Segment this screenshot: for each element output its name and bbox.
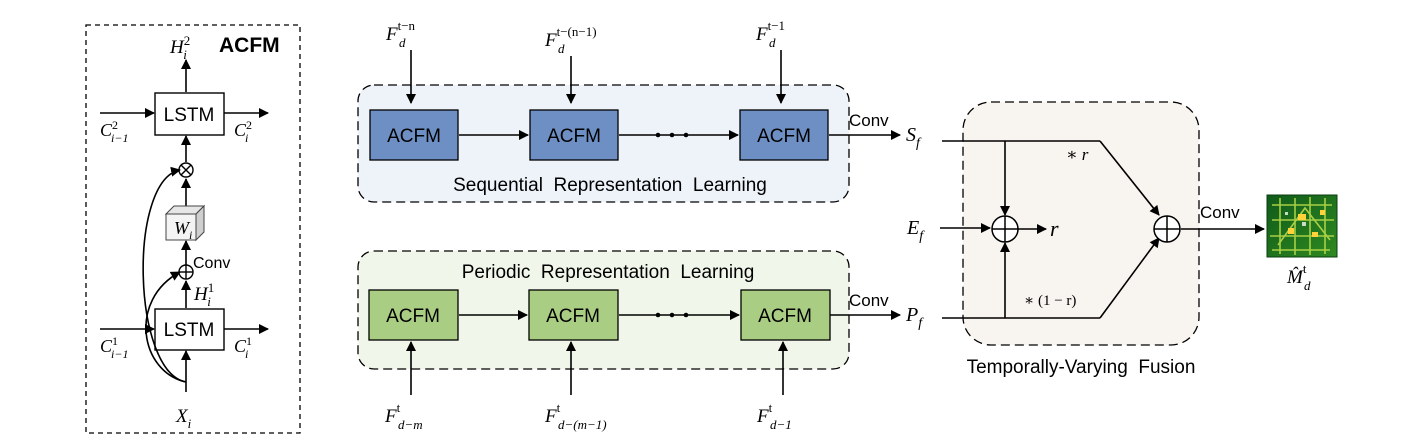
r-label: r xyxy=(1050,216,1059,241)
output-traffic-map xyxy=(1266,194,1338,258)
per-region-label: Periodic Representation Learning xyxy=(462,262,755,283)
lstm-bottom-box xyxy=(154,308,225,351)
weight-cube xyxy=(164,204,206,242)
multiply-node xyxy=(178,162,194,178)
ef-label: Ef xyxy=(906,217,925,244)
per-acfm-box-2 xyxy=(528,289,619,341)
per-acfm-label-3: ACFM xyxy=(758,306,812,327)
per-conv-label: Conv xyxy=(849,291,889,310)
fusion-section: ∗ r ∗ (1 − r) Ef r Conv Temporally-Varyi… xyxy=(906,101,1265,378)
sf-to-fusion-arrow xyxy=(1099,140,1160,216)
x-skip-to-mult-curve xyxy=(142,166,187,383)
star-one-minus-r-label: ∗ (1 − r) xyxy=(1024,293,1076,309)
per-acfm-label-2: ACFM xyxy=(546,306,600,327)
per-acfm-label-1: ACFM xyxy=(386,306,440,327)
pf-label: Pf xyxy=(905,304,924,331)
seq-acfm-label-1: ACFM xyxy=(387,126,441,147)
per-acfm-box-3 xyxy=(740,289,831,341)
seq-acfm-box-3 xyxy=(739,109,829,161)
sf-label: Sf xyxy=(906,124,922,151)
add-node-acfm xyxy=(178,264,194,280)
x-label: Xi xyxy=(175,406,192,431)
fusion-conv-label: Conv xyxy=(1200,203,1240,222)
lstm-top-label: LSTM xyxy=(164,105,215,126)
seq-conv-label: Conv xyxy=(849,111,889,130)
periodic-section: Periodic Representation Learning ACFM AC… xyxy=(357,250,924,432)
seq-acfm-box-1 xyxy=(369,109,459,161)
acfm-conv-label: Conv xyxy=(193,255,230,272)
per-acfm-box-1 xyxy=(368,289,459,341)
pf-to-fusion-arrow xyxy=(1099,237,1160,319)
per-ellipsis-dots xyxy=(655,312,689,318)
seq-acfm-label-2: ACFM xyxy=(547,126,601,147)
seq-region-label: Sequential Representation Learning xyxy=(453,175,767,196)
seq-acfm-label-3: ACFM xyxy=(757,126,811,147)
lstm-top-box xyxy=(154,92,225,136)
seq-input-2: Ft−(n−1)d xyxy=(544,24,597,56)
fusion-region xyxy=(962,101,1200,346)
star-r-label: ∗ r xyxy=(1066,145,1089,164)
fusion-add-node xyxy=(1153,215,1181,243)
acfm-panel-title: ACFM xyxy=(219,34,280,57)
seq-acfm-box-2 xyxy=(529,109,619,161)
fusion-region-label: Temporally-Varying Fusion xyxy=(967,357,1196,378)
lstm-bottom-label: LSTM xyxy=(164,320,215,341)
add-node-ef xyxy=(991,215,1019,243)
seq-ellipsis-dots xyxy=(655,132,689,138)
x-skip-to-add-curve xyxy=(145,271,187,383)
w-label: Wi xyxy=(174,218,192,242)
acfm-panel-border xyxy=(85,24,301,434)
